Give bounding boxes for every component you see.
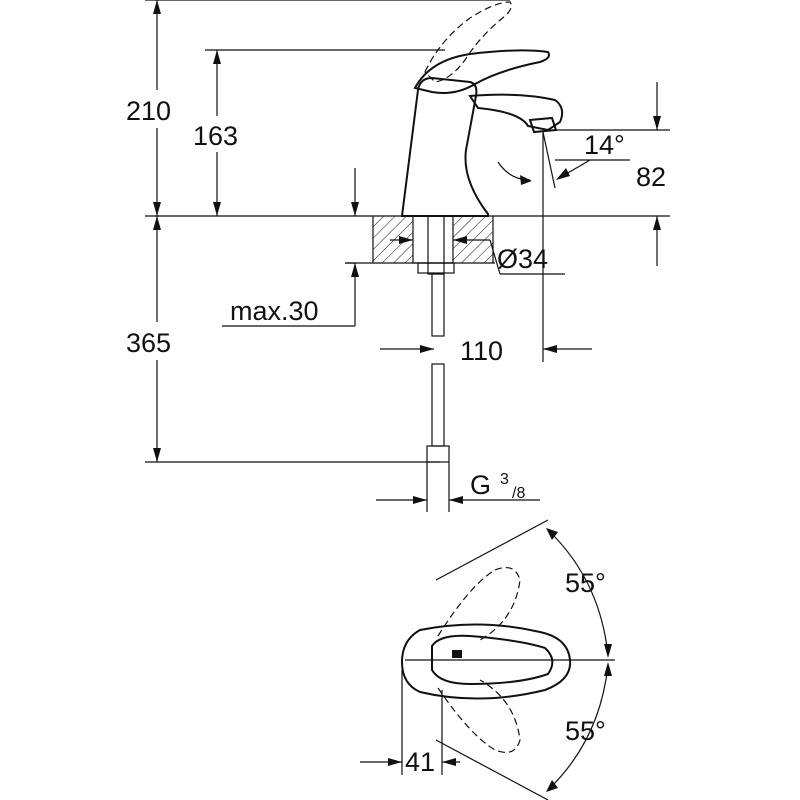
top-view-lever xyxy=(431,634,554,686)
dimension-163: 163 xyxy=(190,50,250,216)
dimension-82: 82 xyxy=(636,82,666,266)
hole-diameter-label: Ø34 xyxy=(497,244,548,274)
rotation-lower-label: 55° xyxy=(565,716,606,746)
max-deck-thickness-label: max.30 xyxy=(230,296,319,326)
side-view: 210 163 365 xyxy=(122,0,670,512)
thread-denominator-label: /8 xyxy=(512,485,525,502)
aerator-angle-label: 14° xyxy=(584,130,625,160)
rotation-arc-lower xyxy=(547,664,609,791)
top-view: 55° 55° 41 xyxy=(360,519,615,800)
rotation-upper-label: 55° xyxy=(565,568,606,598)
top-view-body xyxy=(400,623,572,700)
thread-prefix-label: G xyxy=(470,470,491,500)
thread-numerator-label: 3 xyxy=(500,471,509,488)
height-spout-label: 163 xyxy=(193,121,238,151)
hose-length-label: 365 xyxy=(126,328,171,358)
dimension-thread: G 3 /8 xyxy=(376,462,540,512)
dimension-max-30: max.30 xyxy=(222,168,359,327)
height-total-label: 210 xyxy=(126,96,171,126)
dimension-365: 365 xyxy=(122,216,190,462)
rotation-ref-lower xyxy=(435,739,549,800)
faucet-body xyxy=(400,1,564,217)
rotation-arc-upper xyxy=(547,529,609,656)
rotation-ref-upper xyxy=(435,519,549,581)
flexible-hose xyxy=(426,273,450,463)
dimension-210: 210 xyxy=(122,0,190,216)
body-offset-label: 41 xyxy=(405,747,435,777)
deck-section xyxy=(345,215,495,275)
dimension-angle-14: 14° xyxy=(497,130,630,189)
aerator-height-label: 82 xyxy=(636,162,666,192)
reach-label: 110 xyxy=(460,336,503,366)
dimension-41: 41 xyxy=(360,670,460,777)
hot-cold-indicator-icon xyxy=(452,650,462,658)
dimension-110: 110 xyxy=(380,132,592,366)
dimension-diameter-34: Ø34 xyxy=(390,236,565,275)
